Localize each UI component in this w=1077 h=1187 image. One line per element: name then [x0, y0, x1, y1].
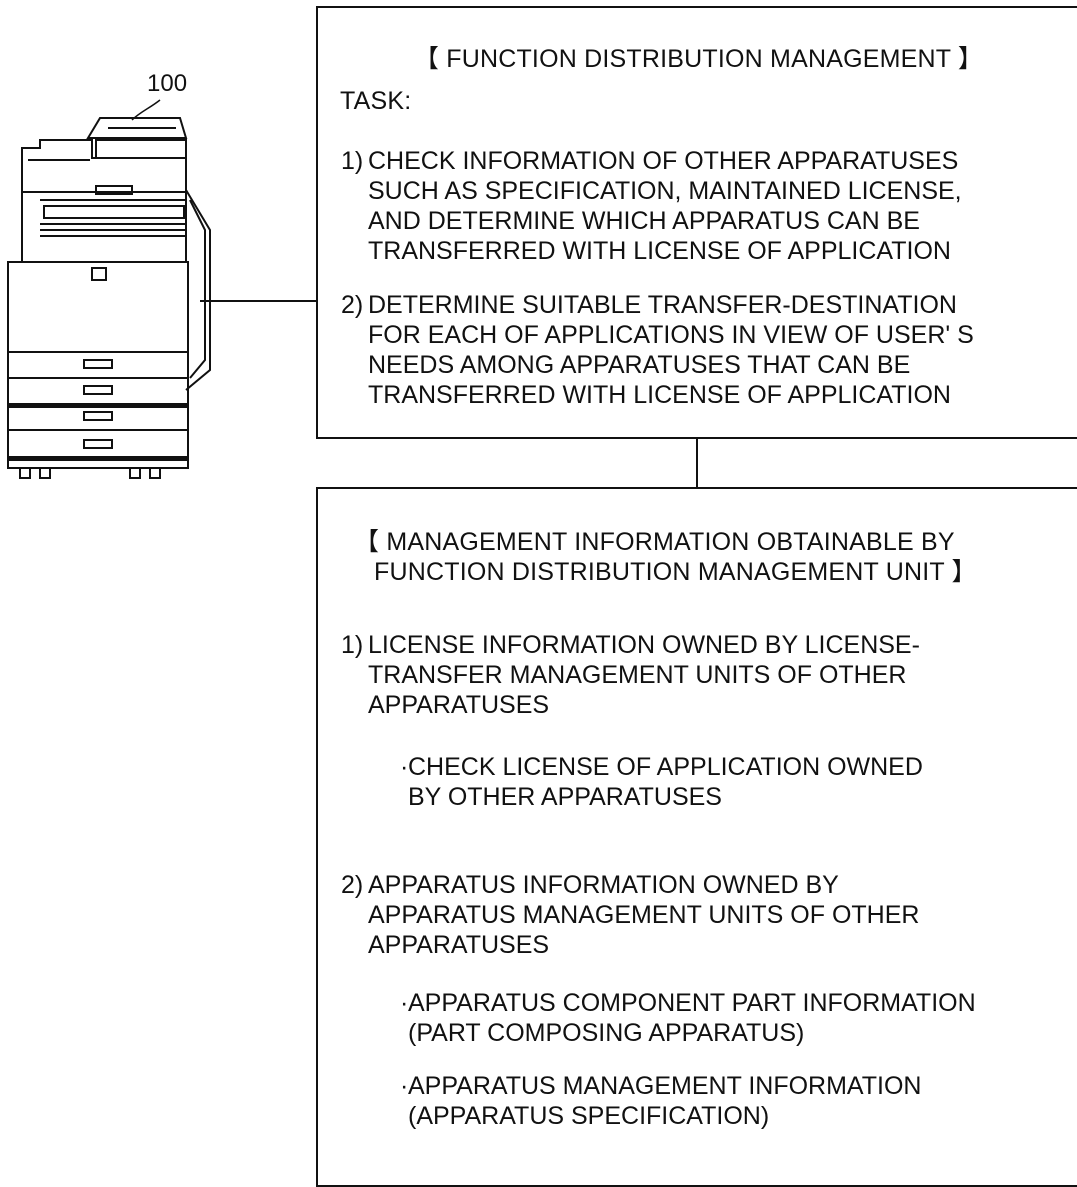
info-item-line: APPARATUS INFORMATION OWNED BY [368, 870, 919, 900]
task-item-line: CHECK INFORMATION OF OTHER APPARATUSES [368, 146, 962, 176]
bullet-line: (APPARATUS SPECIFICATION) [408, 1101, 921, 1131]
info-item-number: 1) [341, 630, 363, 660]
info-item-line: APPARATUSES [368, 690, 920, 720]
task-item-number: 2) [341, 290, 363, 320]
task-item-line: TRANSFERRED WITH LICENSE OF APPLICATION [368, 236, 962, 266]
bullet-line: CHECK LICENSE OF APPLICATION OWNED [408, 752, 923, 782]
task-item-line: SUCH AS SPECIFICATION, MAINTAINED LICENS… [368, 176, 962, 206]
task-item-line: FOR EACH OF APPLICATIONS IN VIEW OF USER… [368, 320, 974, 350]
task-item-line: AND DETERMINE WHICH APPARATUS CAN BE [368, 206, 962, 236]
task-label: TASK: [340, 86, 411, 116]
bottom-box-heading-line1: 【 MANAGEMENT INFORMATION OBTAINABLE BY [354, 527, 955, 557]
task-item-line: TRANSFERRED WITH LICENSE OF APPLICATION [368, 380, 974, 410]
info-item-number: 2) [341, 870, 363, 900]
info-item-line: APPARATUSES [368, 930, 919, 960]
bullet-line: (PART COMPOSING APPARATUS) [408, 1018, 976, 1048]
bullet-line: APPARATUS MANAGEMENT INFORMATION [408, 1071, 921, 1101]
info-item-line: APPARATUS MANAGEMENT UNITS OF OTHER [368, 900, 919, 930]
task-item-number: 1) [341, 146, 363, 176]
bottom-box-heading-line2: FUNCTION DISTRIBUTION MANAGEMENT UNIT 】 [374, 557, 977, 587]
info-item-line: LICENSE INFORMATION OWNED BY LICENSE- [368, 630, 920, 660]
top-box-heading: 【 FUNCTION DISTRIBUTION MANAGEMENT 】 [316, 44, 1077, 74]
task-item-line: DETERMINE SUITABLE TRANSFER-DESTINATION [368, 290, 974, 320]
info-item-line: TRANSFER MANAGEMENT UNITS OF OTHER [368, 660, 920, 690]
bullet-line: APPARATUS COMPONENT PART INFORMATION [408, 988, 976, 1018]
bullet-line: BY OTHER APPARATUSES [408, 782, 923, 812]
task-item-line: NEEDS AMONG APPARATUSES THAT CAN BE [368, 350, 974, 380]
